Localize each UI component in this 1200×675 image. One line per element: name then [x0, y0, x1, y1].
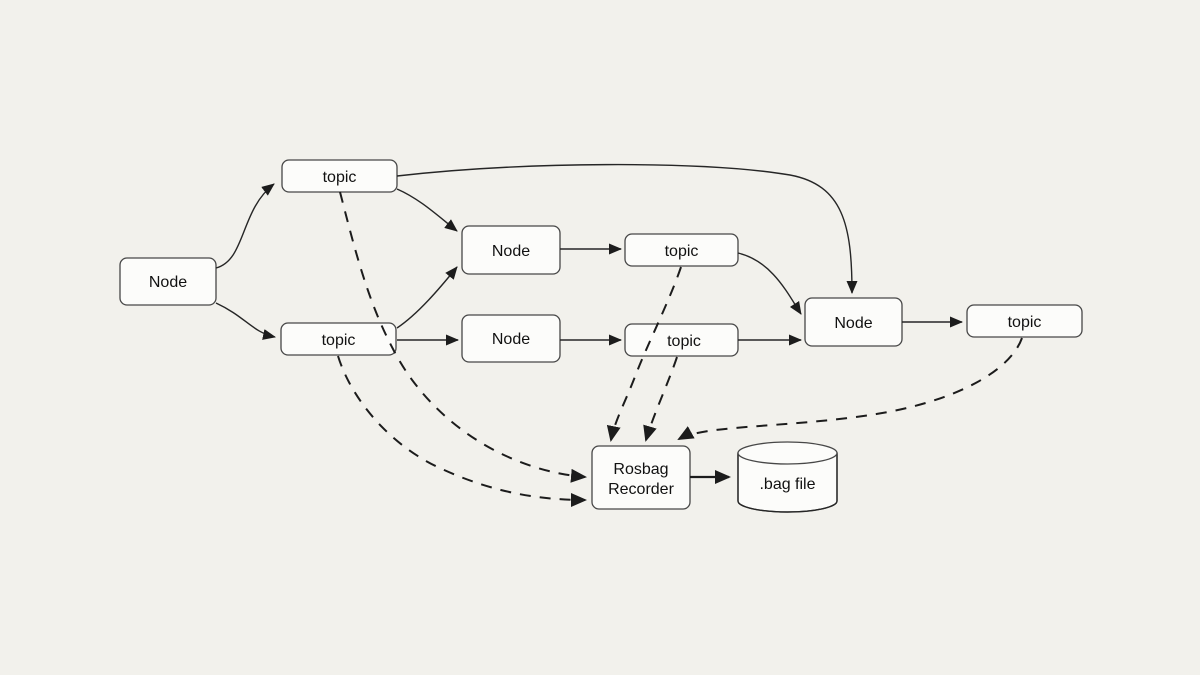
dashed-edge-topic-mid-lower-to-rosbag	[643, 356, 678, 442]
bag-file-label: .bag file	[759, 476, 815, 493]
topic-mid-upper-label: topic	[665, 243, 699, 260]
edge-topic-top-to-node-mid-upper	[396, 188, 458, 232]
dashed-edge-topic-mid-upper-to-rosbag	[606, 266, 682, 442]
edge-node-left-to-topic-left	[215, 302, 276, 340]
node-left-box	[119, 257, 217, 306]
node-mid-lower-label: Node	[492, 331, 530, 348]
dashed-edge-topic-left-to-rosbag	[337, 355, 587, 507]
rosbag-label-line2: Recorder	[608, 481, 674, 498]
edge-node-left-to-topic-top	[215, 183, 275, 269]
bag-file-cylinder-top	[737, 441, 838, 465]
edge-topic-left-to-node-mid-upper	[396, 266, 458, 329]
topic-mid-upper-box	[624, 233, 739, 267]
topic-mid-lower-label: topic	[667, 333, 701, 350]
bag-file-cylinder-outline	[737, 453, 838, 513]
topic-left-box	[280, 322, 397, 356]
topic-top-label: topic	[323, 169, 357, 186]
node-left-label: Node	[149, 274, 187, 291]
topic-left-label: topic	[322, 332, 356, 349]
node-mid-upper-label: Node	[492, 243, 530, 260]
topic-right-box	[966, 304, 1083, 338]
node-mid-upper-box	[461, 225, 561, 275]
node-mid-lower-box	[461, 314, 561, 363]
dashed-edge-topic-right-to-rosbag	[677, 337, 1023, 440]
edge-topic-top-to-node-right	[396, 163, 858, 294]
rosbag-label-line1: Rosbag	[613, 461, 668, 478]
topic-right-label: topic	[1008, 314, 1042, 331]
bag-file-cylinder	[737, 441, 838, 513]
edge-topic-mid-upper-to-node-right	[737, 252, 802, 315]
node-right-label: Node	[834, 315, 872, 332]
